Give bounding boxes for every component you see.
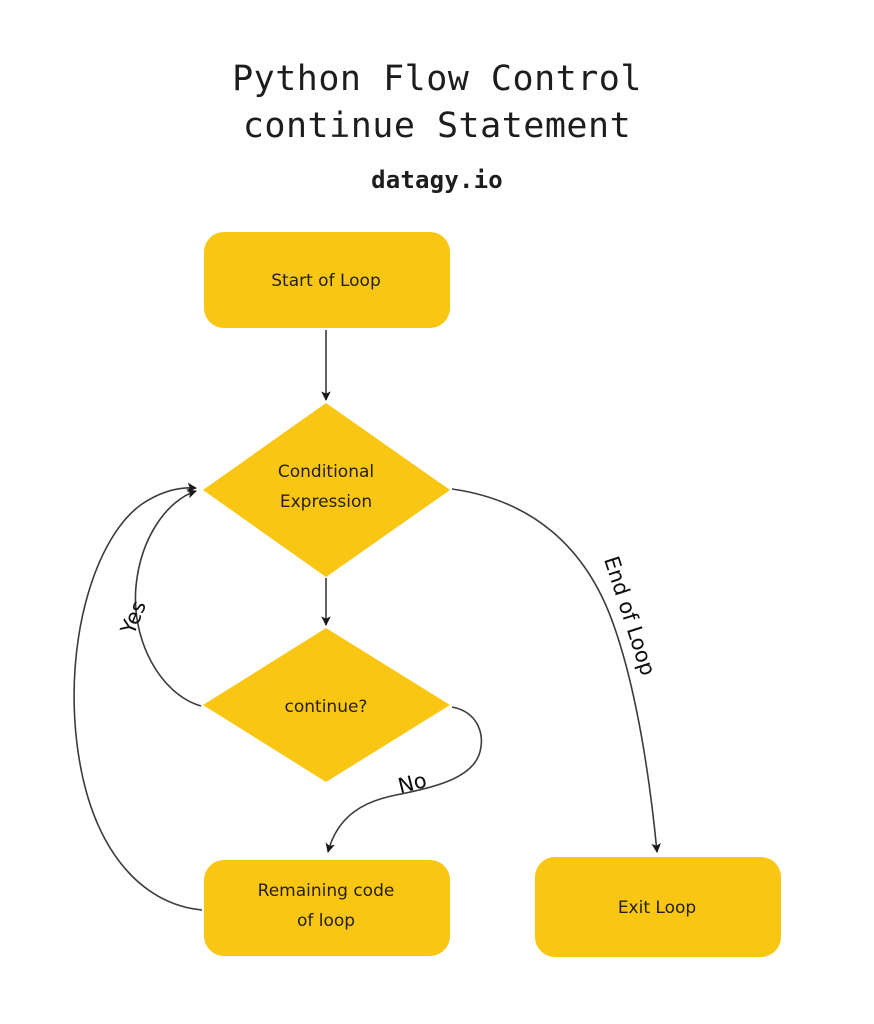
subtitle-attribution: datagy.io xyxy=(371,165,503,194)
edge-label-yes: Yes xyxy=(116,597,151,638)
node-layer: Start of Loop Conditional Expression con… xyxy=(203,232,781,957)
node-start-of-loop[interactable]: Start of Loop xyxy=(204,232,450,328)
node-continue-decision[interactable]: continue? xyxy=(203,628,450,782)
node-remaining-code[interactable]: Remaining code of loop xyxy=(204,860,450,956)
node-exit-loop-shape xyxy=(535,857,781,957)
edge-label-end-of-loop: End of Loop xyxy=(599,553,660,678)
edge-remaining-to-condition xyxy=(73,482,203,911)
node-remaining-code-label-line1: Remaining code xyxy=(258,881,395,901)
title-line-2: continue Statement xyxy=(242,105,632,146)
edge-continue-to-remaining xyxy=(325,706,483,853)
diagram-title-block: Python Flow Control continue Statement d… xyxy=(0,56,874,196)
title-line-1: Python Flow Control xyxy=(232,59,642,99)
edge-condition-to-exit xyxy=(451,488,661,853)
node-conditional-expression-label-line2: Expression xyxy=(280,492,372,512)
node-exit-loop-label: Exit Loop xyxy=(618,898,696,918)
node-conditional-expression-shape xyxy=(203,403,450,577)
node-continue-decision-label: continue? xyxy=(285,697,368,717)
node-conditional-expression[interactable]: Conditional Expression xyxy=(203,403,450,577)
node-continue-decision-shape xyxy=(203,628,450,782)
edge-label-no: No xyxy=(396,768,430,798)
node-start-of-loop-label: Start of Loop xyxy=(271,271,381,291)
edge-layer xyxy=(73,330,661,911)
edge-continue-to-condition xyxy=(134,489,202,707)
node-remaining-code-shape xyxy=(204,860,450,956)
node-conditional-expression-label-line1: Conditional xyxy=(278,462,374,482)
node-exit-loop[interactable]: Exit Loop xyxy=(535,857,781,957)
node-remaining-code-label-line2: of loop xyxy=(297,911,355,931)
node-start-of-loop-shape xyxy=(204,232,450,328)
